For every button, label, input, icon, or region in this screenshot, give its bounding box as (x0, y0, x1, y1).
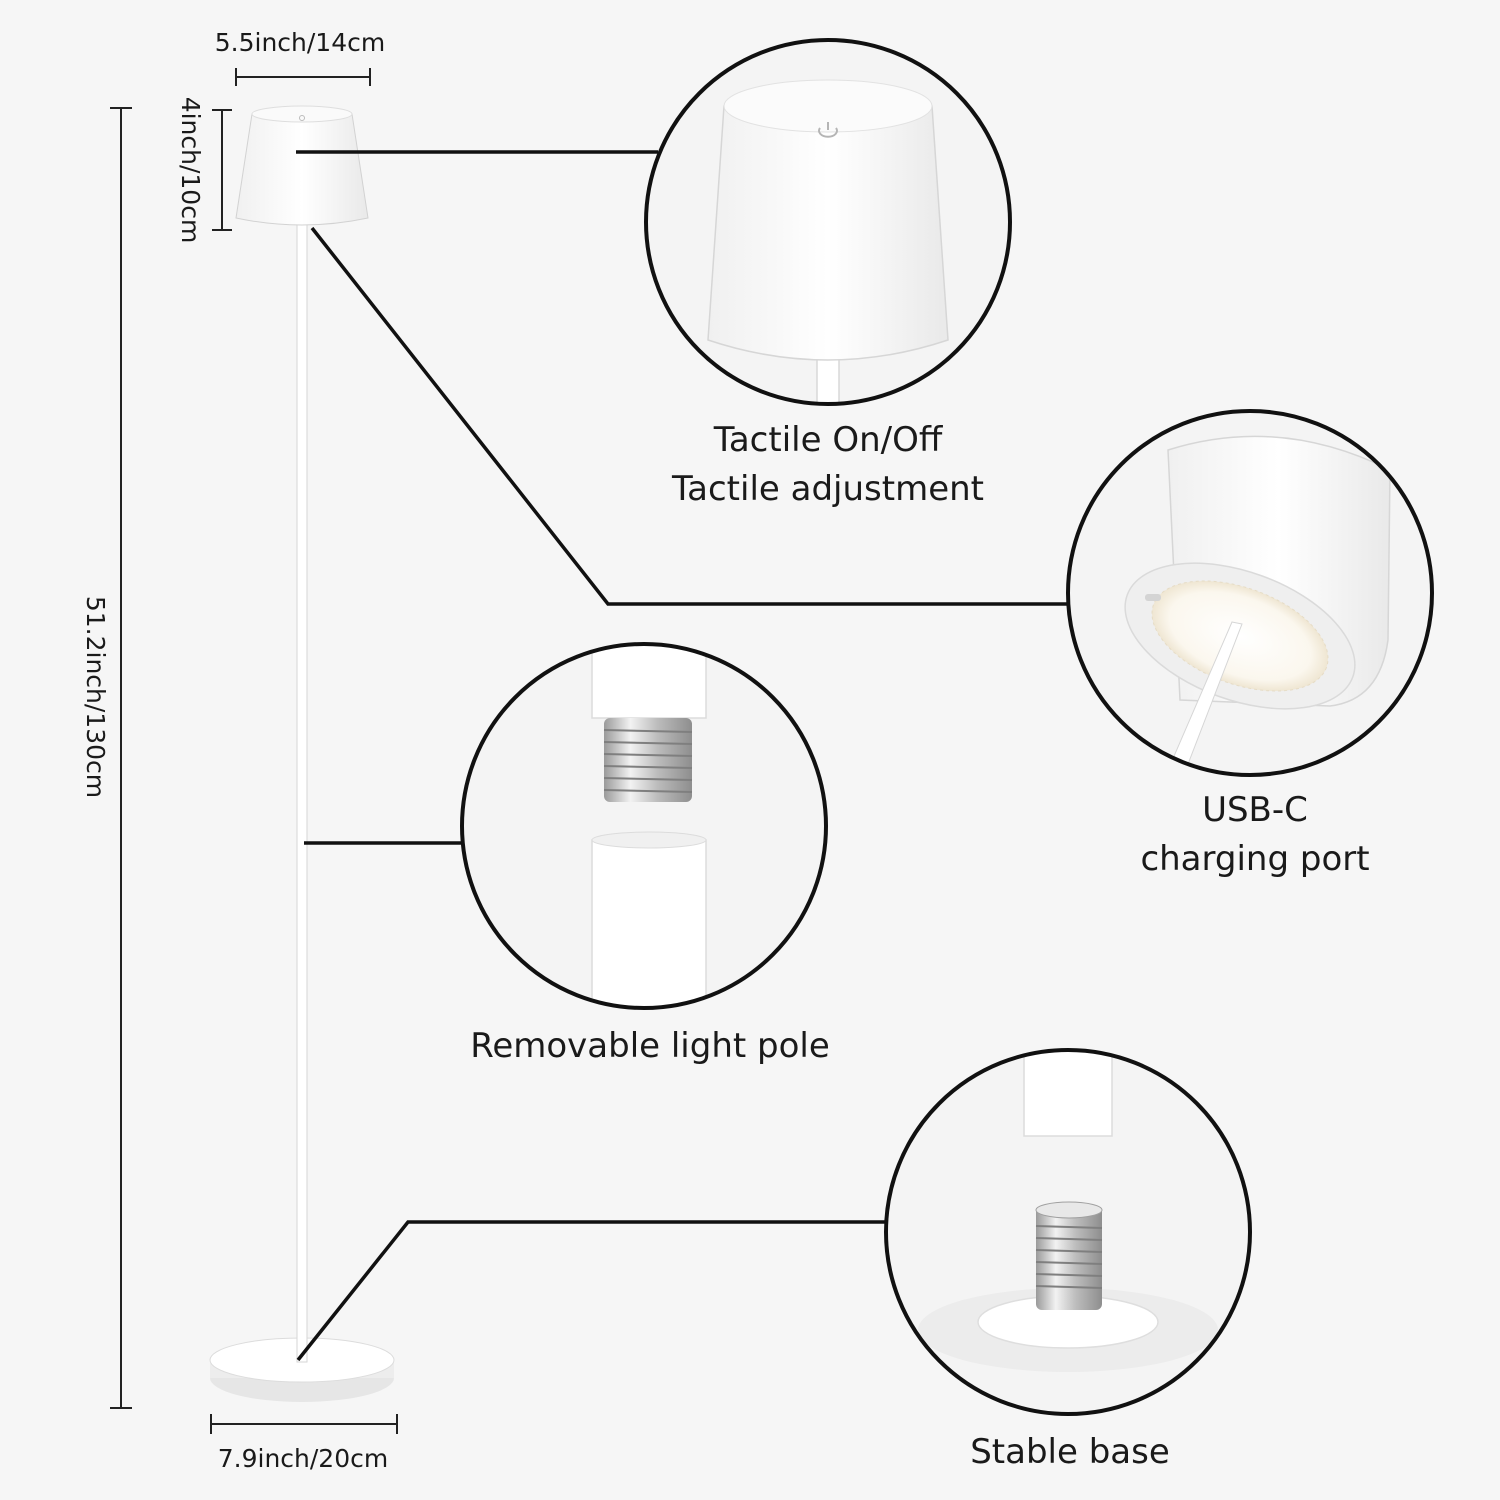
leader-lines (296, 150, 1068, 1362)
pole-callout-label: Removable light pole (470, 1026, 830, 1066)
touch-callout-label: Tactile On/Off Tactile adjustment (628, 416, 1028, 514)
shade-height-label: 4inch/10cm (176, 96, 205, 244)
base-callout-label: Stable base (970, 1432, 1170, 1472)
lamp-shade (235, 108, 369, 226)
floor-lamp (209, 105, 395, 1402)
detail-circle-pole (460, 642, 828, 1010)
base-width-dimension (210, 1414, 398, 1434)
touch-power-icon (818, 122, 838, 138)
lamp-pole (296, 223, 308, 1363)
detail-circle-charging (1066, 409, 1434, 777)
charging-line-2: charging port (1140, 839, 1370, 879)
shade-width-label: 5.5inch/14cm (214, 28, 386, 57)
charging-line-1: USB-C (1202, 790, 1308, 830)
charging-callout-label: USB-C charging port (1090, 786, 1420, 884)
detail-circle-base (884, 1048, 1252, 1416)
touch-line-2: Tactile adjustment (672, 469, 984, 509)
total-height-label: 51.2inch/130cm (81, 595, 110, 799)
detail-circle-touch (644, 38, 1012, 406)
shade-width-dimension (235, 68, 371, 86)
touch-line-1: Tactile On/Off (713, 420, 943, 460)
total-height-dimension (110, 107, 132, 1409)
base-width-label: 7.9inch/20cm (217, 1444, 389, 1473)
shade-height-dimension (212, 109, 232, 231)
